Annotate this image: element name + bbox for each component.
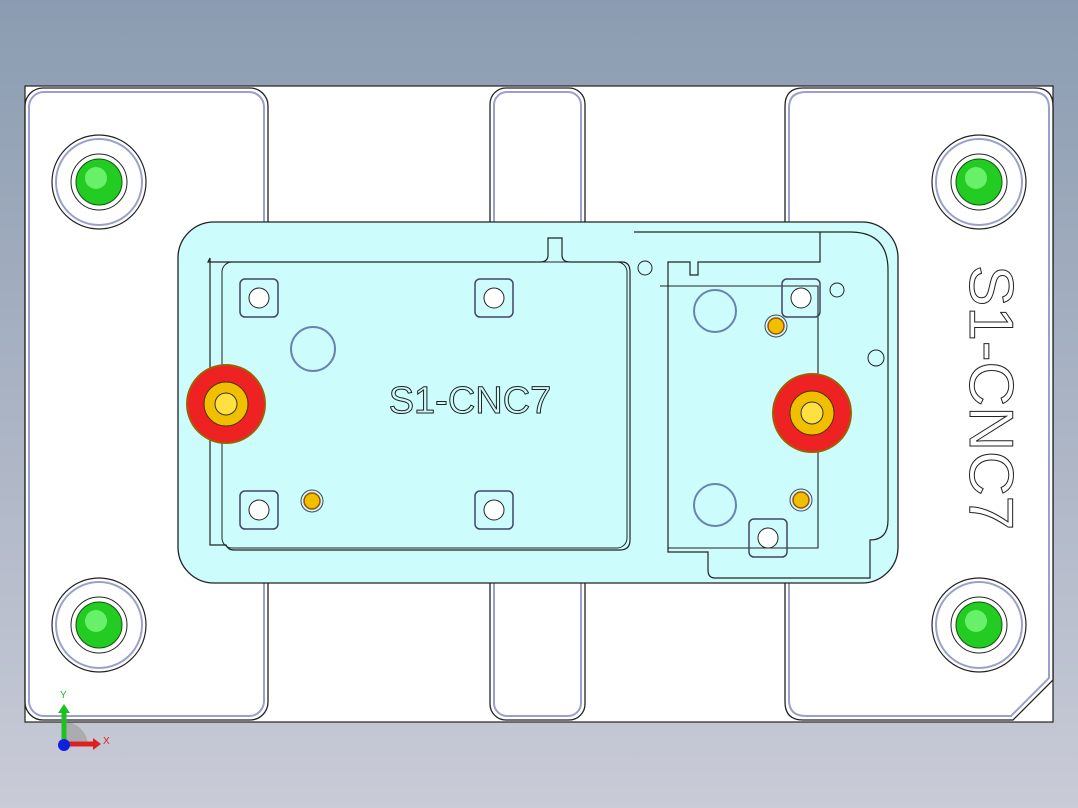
side-engraving: S1-CNC7 [956, 265, 1025, 530]
dowel-pin [764, 314, 788, 338]
guide-pin [931, 577, 1027, 673]
z-axis-dot [58, 739, 70, 751]
screw-pocket [781, 278, 821, 318]
screw-pocket [474, 278, 514, 318]
x-axis-label: X [103, 736, 110, 747]
locating-ring-left [186, 364, 266, 444]
insert-plate [177, 221, 899, 584]
axis-triad[interactable]: Y X [58, 690, 110, 751]
y-axis-label: Y [60, 690, 67, 701]
guide-pin [51, 577, 147, 673]
guide-pin [931, 134, 1027, 230]
center-engraving: S1-CNC7 [389, 380, 552, 422]
screw-pocket [239, 278, 279, 318]
screw-pocket [474, 490, 514, 530]
dowel-pin [300, 489, 324, 513]
screw-pocket [748, 518, 788, 558]
dowel-pin [789, 488, 813, 512]
screw-pocket [239, 490, 279, 530]
guide-pin [51, 134, 147, 230]
locating-ring-right [772, 373, 852, 453]
